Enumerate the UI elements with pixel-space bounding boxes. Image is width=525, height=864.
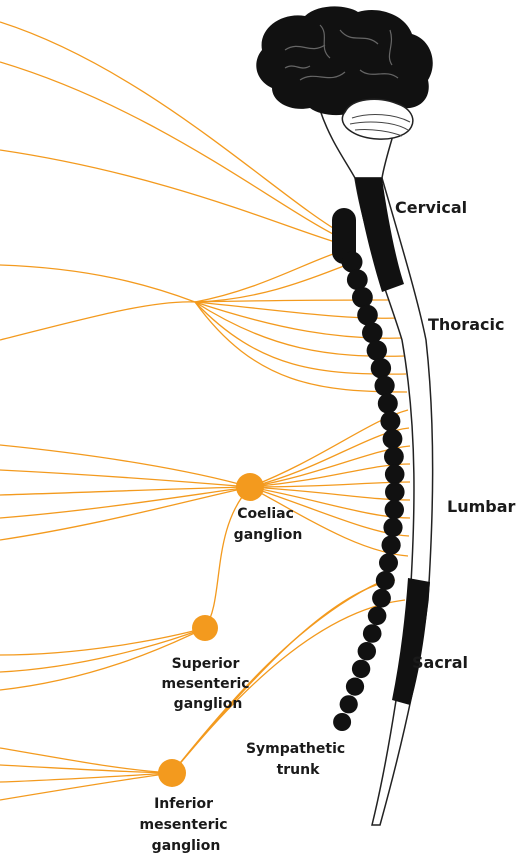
label-line: mesenteric bbox=[162, 676, 250, 692]
trunk-ganglion bbox=[368, 607, 387, 626]
trunk-ganglion bbox=[342, 252, 363, 273]
trunk-ganglion bbox=[379, 553, 398, 572]
trunk-ganglion bbox=[380, 411, 400, 431]
trunk-ganglion bbox=[371, 358, 391, 378]
trunk-ganglion bbox=[340, 695, 358, 713]
trunk-ganglion bbox=[352, 287, 373, 308]
coeliac-ganglion bbox=[236, 473, 264, 501]
trunk-ganglion bbox=[358, 642, 376, 660]
label-line: Superior bbox=[172, 656, 240, 672]
trunk-ganglion bbox=[352, 660, 370, 678]
inferior-mesenteric-ganglion bbox=[158, 759, 186, 787]
trunk-ganglion bbox=[362, 323, 383, 344]
trunk-ganglion bbox=[382, 536, 401, 555]
trunk-ganglion bbox=[372, 589, 391, 608]
label-line: Sympathetic bbox=[246, 741, 345, 757]
label-coeliac-ganglion: Coeliac ganglion bbox=[234, 506, 303, 543]
label-line: Inferior bbox=[154, 796, 213, 812]
trunk-ganglion bbox=[346, 678, 364, 696]
superior-mesenteric-ganglion bbox=[192, 615, 218, 641]
label-superior-mesenteric-ganglion: Superior mesenteric ganglion bbox=[162, 656, 255, 712]
trunk-ganglion bbox=[383, 518, 402, 537]
label-line: Coeliac bbox=[237, 506, 294, 522]
label-cervical: Cervical bbox=[395, 198, 467, 217]
trunk-ganglion bbox=[357, 305, 378, 326]
trunk-ganglion bbox=[347, 269, 368, 290]
label-line: ganglion bbox=[234, 527, 303, 543]
trunk-ganglion bbox=[375, 376, 395, 396]
trunk-ganglion bbox=[367, 340, 387, 360]
cerebellum bbox=[342, 99, 413, 139]
sacral-segment bbox=[392, 578, 430, 705]
trunk-ganglion bbox=[378, 394, 398, 414]
trunk-ganglion bbox=[376, 571, 395, 590]
label-line: ganglion bbox=[152, 838, 221, 854]
trunk-ganglion bbox=[383, 429, 403, 449]
label-line: mesenteric bbox=[140, 817, 228, 833]
trunk-ganglion bbox=[385, 482, 405, 502]
label-sacral: Sacral bbox=[412, 653, 468, 672]
label-line: trunk bbox=[277, 762, 321, 778]
trunk-ganglion bbox=[333, 713, 351, 731]
label-lumbar: Lumbar bbox=[447, 497, 516, 516]
trunk-ganglion bbox=[385, 465, 405, 485]
trunk-ganglion bbox=[384, 447, 404, 467]
label-line: ganglion bbox=[174, 696, 243, 712]
trunk-ganglion bbox=[385, 500, 404, 519]
label-sympathetic-trunk: Sympathetic trunk bbox=[246, 741, 350, 778]
brain-icon bbox=[256, 6, 432, 139]
label-inferior-mesenteric-ganglion: Inferior mesenteric ganglion bbox=[140, 796, 233, 854]
trunk-ganglion bbox=[363, 624, 382, 643]
label-thoracic: Thoracic bbox=[428, 315, 504, 334]
